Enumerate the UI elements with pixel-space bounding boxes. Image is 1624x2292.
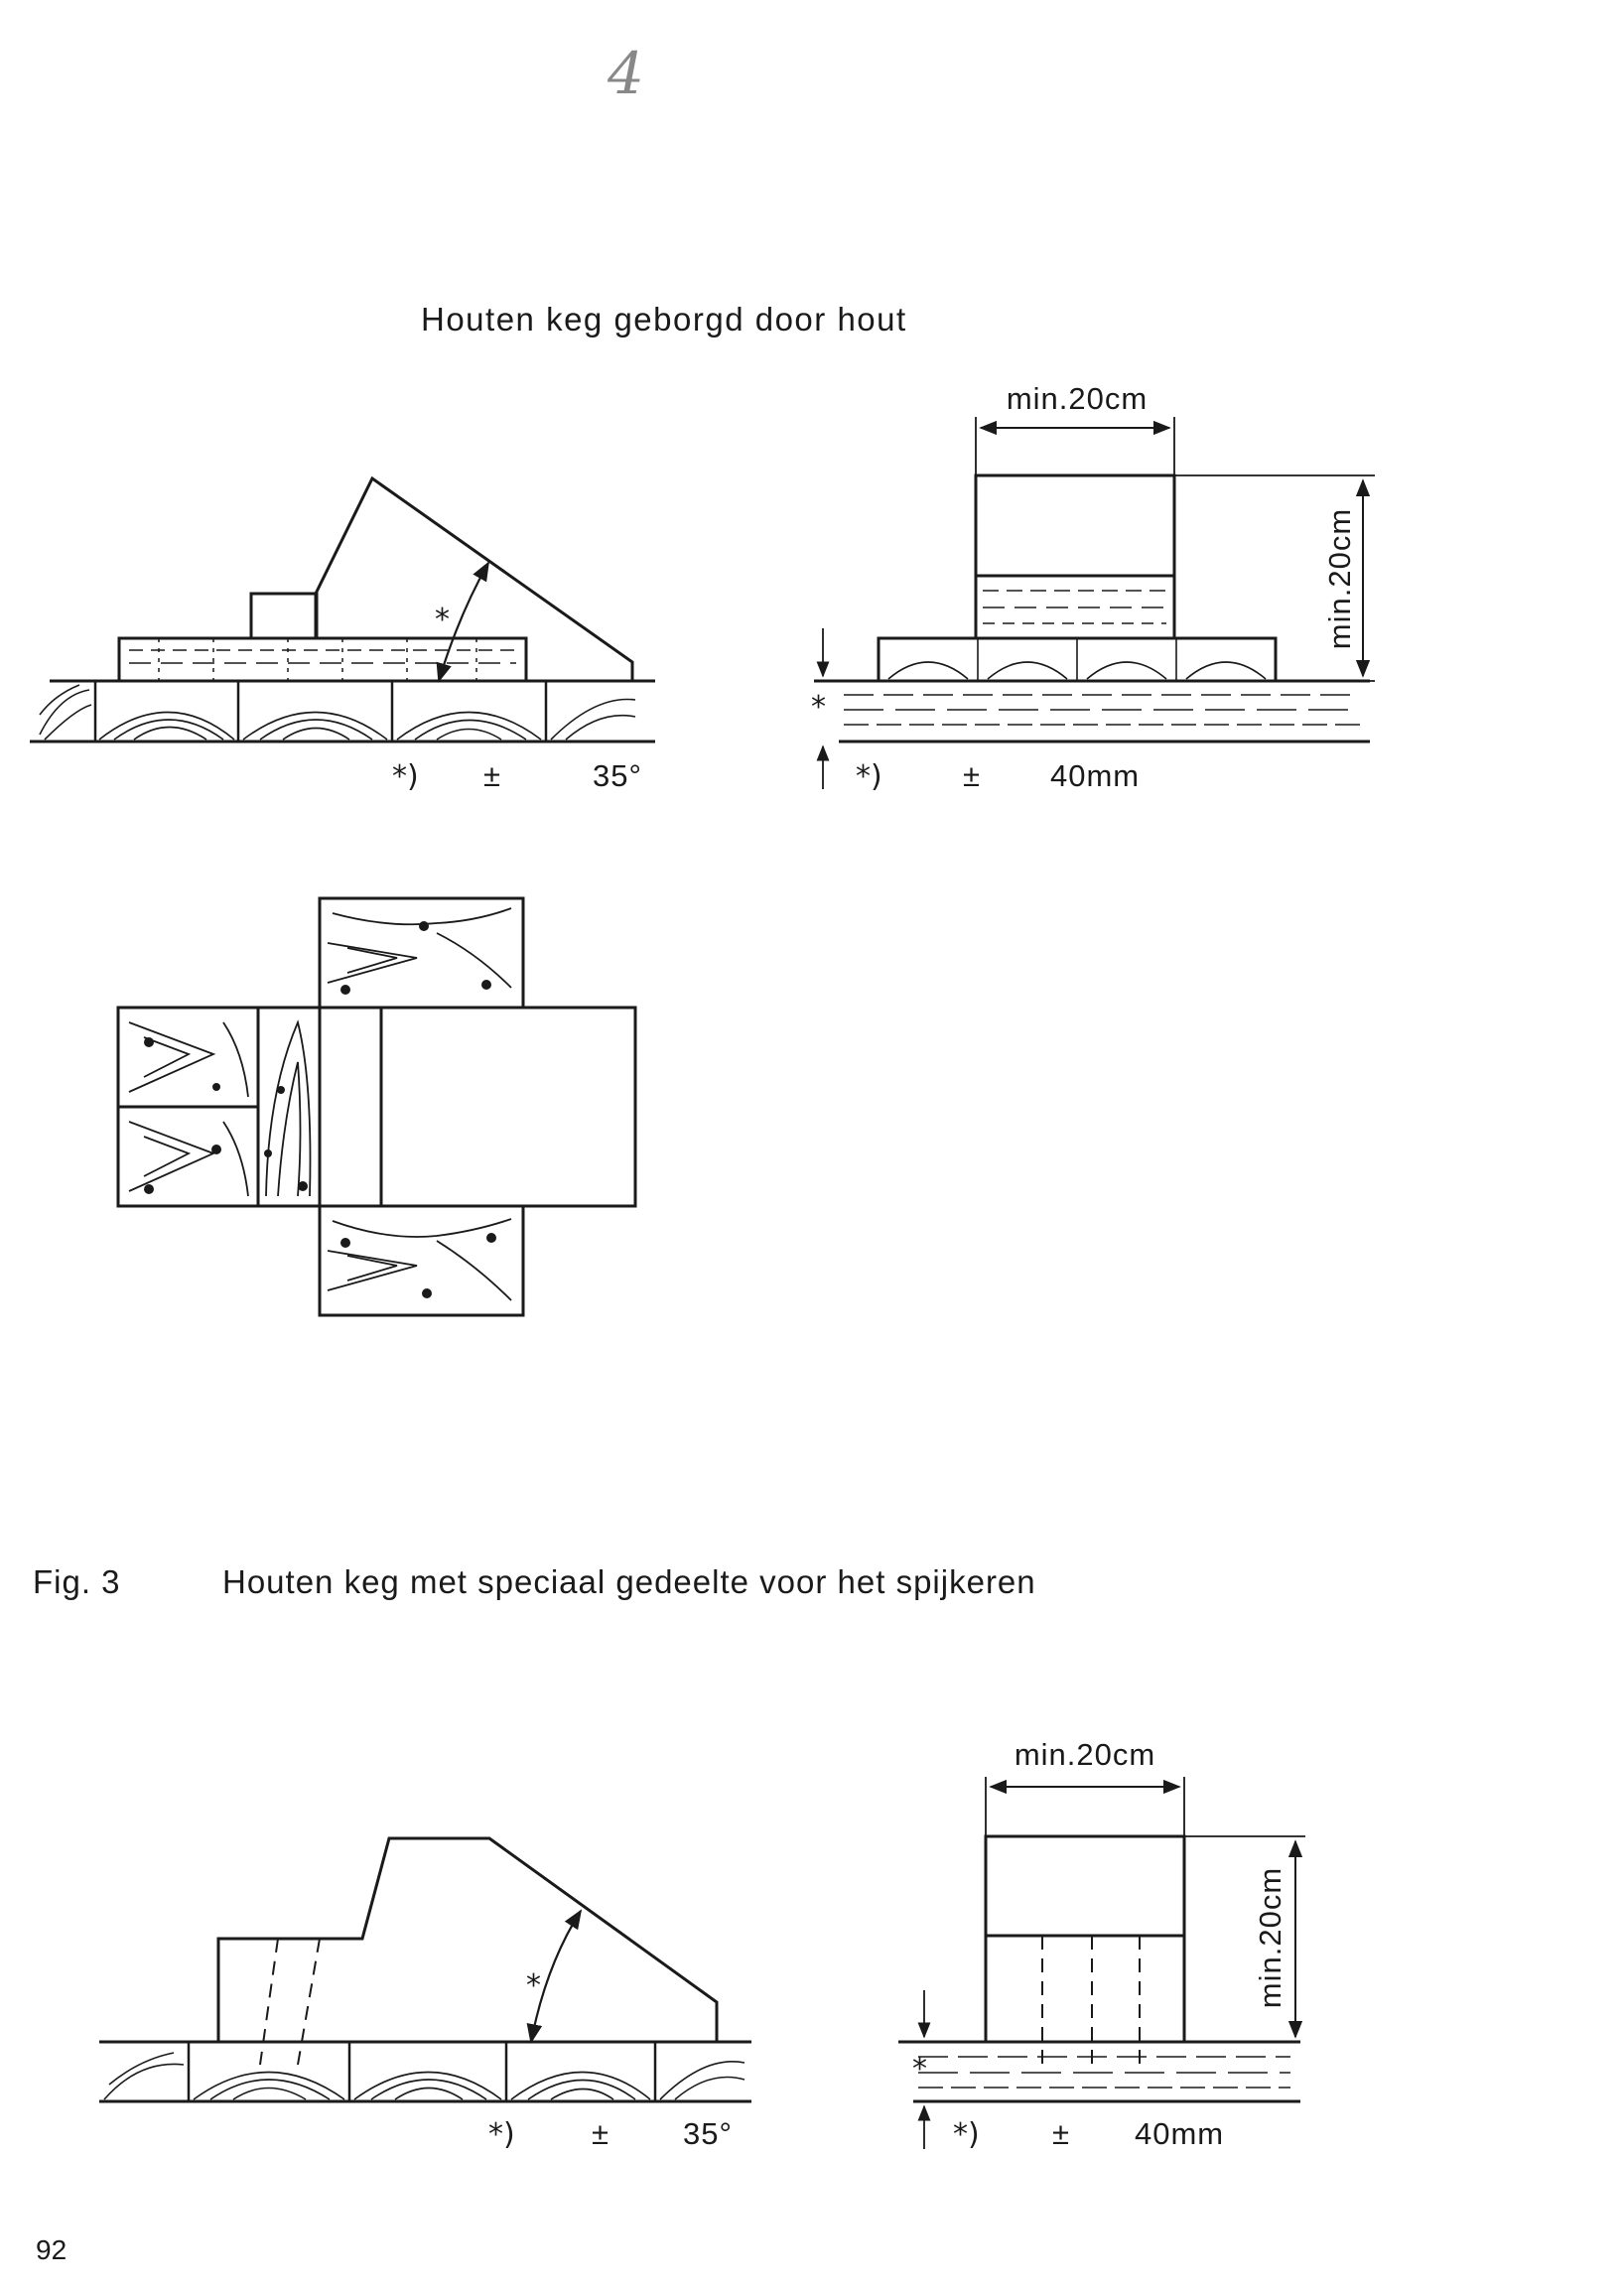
- bottom-front-approx: ±: [1052, 2116, 1070, 2151]
- left-timber-upper: [116, 1006, 260, 1109]
- figure-caption: Houten keg met speciaal gedeelte voor he…: [222, 1563, 1036, 1600]
- wedge-outline: [216, 1836, 719, 2042]
- top-front-note: *): [856, 759, 882, 794]
- wedge-strip: [318, 1006, 383, 1208]
- thickness-star-mark: *: [912, 2052, 927, 2087]
- base-plank-grain: [887, 638, 1267, 681]
- plan-view-drawing: [116, 896, 637, 1317]
- top-front-height-label: min.20cm: [1322, 508, 1357, 649]
- bottom-side-angle: 35°: [683, 2116, 733, 2151]
- bottom-front-note: *): [953, 2117, 980, 2152]
- bottom-front-width-label: min.20cm: [1015, 1737, 1155, 1772]
- wedge-outline: [314, 475, 634, 681]
- angle-star-mark: *: [526, 1968, 541, 2003]
- wedge-plan: [379, 1006, 637, 1208]
- plank: [117, 636, 528, 683]
- bottom-front-view-drawing: *: [898, 1777, 1305, 2149]
- nail-dots: [144, 921, 496, 1298]
- top-side-view-drawing: *: [30, 475, 655, 743]
- top-front-approx: ±: [963, 758, 981, 793]
- top-side-angle: 35°: [593, 758, 642, 793]
- angle-arc: [526, 1909, 583, 2044]
- bottom-front-height-label: min.20cm: [1253, 1867, 1287, 2008]
- angle-star-mark: *: [435, 603, 450, 637]
- top-front-thickness: 40mm: [1050, 758, 1140, 793]
- top-side-note: *): [392, 759, 419, 794]
- small-block: [249, 592, 319, 640]
- bottom-front-thickness: 40mm: [1135, 2116, 1224, 2151]
- block-grain: [983, 590, 1166, 624]
- plank-grain: [129, 638, 516, 681]
- nail-lines: [259, 1938, 321, 2066]
- angle-arc: [436, 561, 489, 683]
- wedge-block: [984, 1834, 1186, 2044]
- top-front-width-label: min.20cm: [1007, 381, 1148, 416]
- nail-lines: [1041, 1936, 1141, 2065]
- handwritten-page-mark: 4: [608, 40, 644, 107]
- bottom-side-view-drawing: *: [99, 1836, 751, 2103]
- wedge-block: [974, 473, 1176, 640]
- ground-grain: [918, 2056, 1290, 2089]
- wood-grain-rings: [39, 684, 636, 741]
- top-side-approx: ±: [483, 758, 501, 793]
- wood-grain-rings: [103, 2052, 745, 2100]
- figure-label: Fig. 3: [33, 1563, 121, 1600]
- section-title: Houten keg geborgd door hout: [421, 301, 907, 337]
- top-front-view-drawing: *: [811, 417, 1375, 789]
- bottom-timber: [318, 1204, 525, 1317]
- bottom-side-note: *): [488, 2117, 515, 2152]
- timber-sleepers: [93, 681, 548, 742]
- ground-grain: [844, 694, 1360, 726]
- thickness-star-mark: *: [811, 690, 826, 725]
- plan-grain: [128, 907, 512, 1301]
- left-timber-lower: [116, 1105, 260, 1208]
- page-number: 92: [36, 2234, 68, 2265]
- bottom-side-approx: ±: [592, 2116, 609, 2151]
